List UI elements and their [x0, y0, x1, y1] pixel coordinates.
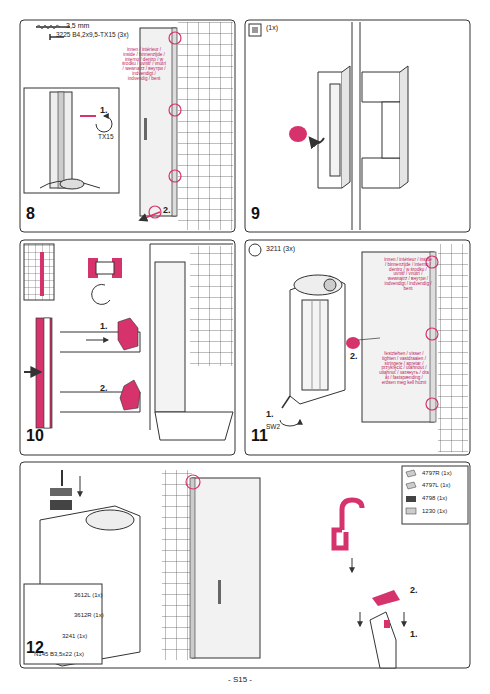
part-number: 1230 (1x)	[422, 508, 447, 514]
part-number: 3612R (1x)	[74, 612, 104, 618]
part-number: 3612L (1x)	[74, 592, 102, 598]
step-number: 1.	[266, 410, 274, 419]
step-number: 1.	[100, 322, 108, 331]
inside-note: innen / intérieur / inside / binnenzijde…	[122, 48, 166, 82]
part-number: 4798 (1x)	[422, 495, 447, 501]
panel-number: 8	[26, 206, 35, 223]
part-number: 3225 B4,2x9,5-TX15 (3x)	[56, 32, 129, 39]
step-number: 1.	[100, 106, 108, 115]
inside-note: innen / intérieur / inside / binnenzijde…	[384, 258, 432, 292]
panel-number: 9	[251, 206, 260, 223]
page-number: - S15 -	[228, 676, 252, 684]
tighten-note: festziehen / visser / tighten / vastdraa…	[378, 352, 430, 386]
step-number: 2.	[410, 586, 418, 595]
panel-number: 11	[251, 428, 268, 445]
panel-number: 12	[26, 640, 44, 657]
step-number: 2.	[163, 206, 171, 215]
step-number: 2.	[100, 384, 108, 393]
part-number: 3211 (3x)	[266, 245, 295, 252]
part-number: 3241 (1x)	[62, 633, 87, 639]
tool-label: SW2	[266, 424, 280, 431]
panel-number: 10	[26, 428, 44, 445]
tool-label: TX15	[98, 134, 114, 141]
step-number: 2.	[350, 352, 358, 361]
step-number: 1.	[410, 630, 418, 639]
dimension: 3,5 mm	[66, 22, 89, 29]
quantity: (1x)	[266, 24, 278, 31]
part-number: 4797R (1x)	[422, 470, 452, 476]
part-number: 4797L (1x)	[422, 482, 450, 488]
